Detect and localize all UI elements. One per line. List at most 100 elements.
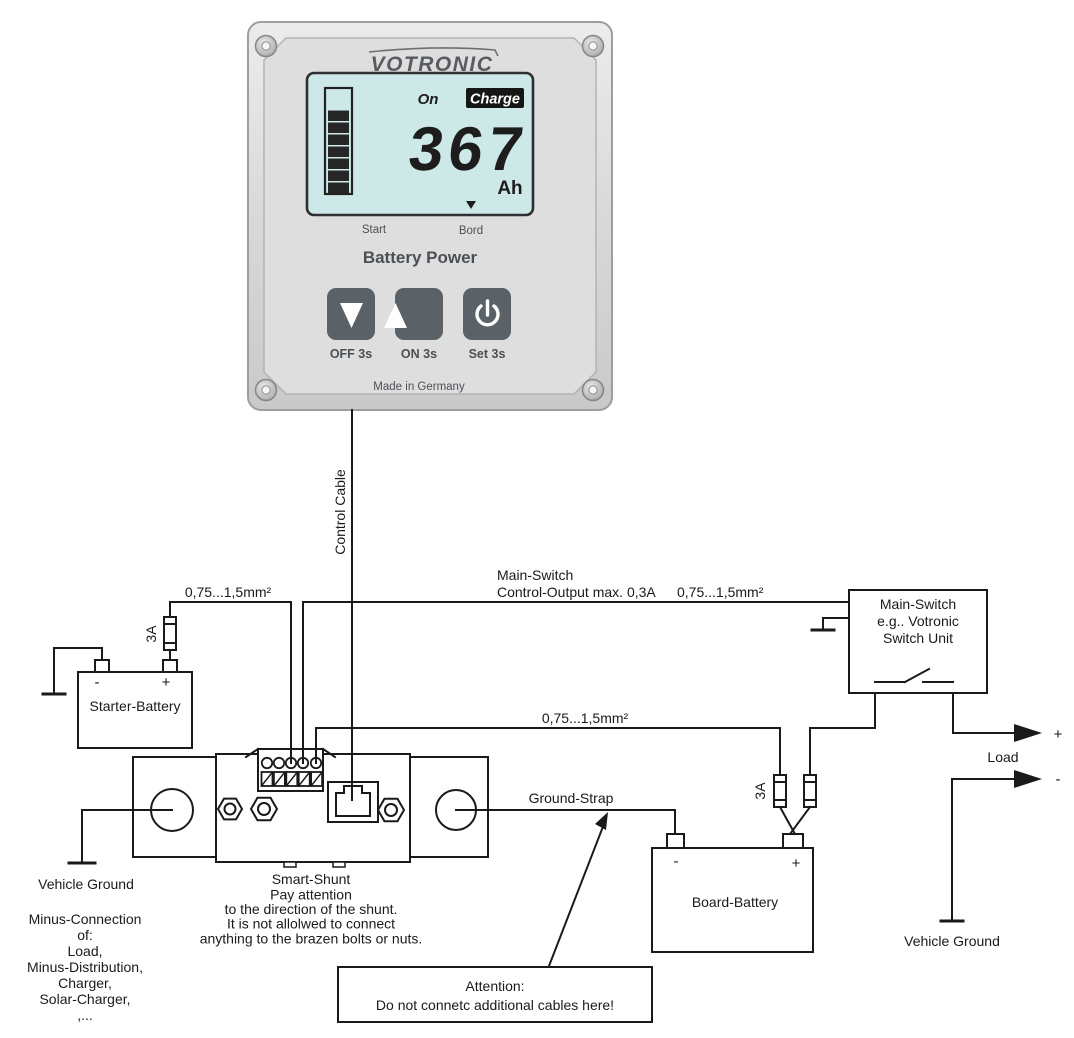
minus-connection-2: of: [77,927,93,943]
board-fuse-left [773,774,787,808]
power-icon [475,299,500,327]
battery-gauge [323,86,354,196]
wire-starter-minus [53,647,103,695]
wire-board-plus [315,727,781,776]
shunt-foot [283,861,297,868]
main-switch-label-2: e.g.. Votronic [877,613,959,629]
load-label: Load [987,749,1018,765]
vehicle-ground-left-label: Vehicle Ground [38,876,134,892]
shunt-nuts [216,796,406,823]
starter-fuse-label: 3A [143,625,159,643]
screw-top-left-icon [254,34,278,58]
logo-swoosh [368,47,499,57]
board-minus-sign: - [674,853,679,870]
ground-strap-label: Ground-Strap [529,790,614,806]
shunt-note-4: It is not allolwed to connect [227,916,395,932]
wire-switch-to-fuse [809,692,876,776]
starter-battery-label: Starter-Battery [89,698,180,714]
lcd-value-group: 367 [405,115,532,184]
wire-load-plus [952,692,1015,734]
main-switch-label-3: Switch Unit [883,630,953,646]
wire-control-output [302,601,850,764]
wire-label-switch: 0,75...1,5mm² [677,584,764,600]
wire-fuse-right-to-terminal [788,805,812,836]
shunt-note-3: to the direction of the shunt. [225,901,398,917]
board-fuse-label: 3A [752,782,768,800]
brand-logo: VOTRONIC [371,53,494,76]
board-battery-box [651,847,814,953]
screw-bottom-left-icon [254,378,278,402]
screw-bottom-right-icon [581,378,605,402]
button-off[interactable] [327,288,375,340]
device-title: Battery Power [363,248,478,267]
load-plus-arrow-icon [1014,724,1042,742]
starter-plus-sign: + [162,674,171,691]
button-on[interactable] [384,288,443,340]
button-on-label: ON 3s [401,347,437,361]
starter-fuse [163,616,177,651]
attention-title: Attention: [465,978,524,994]
vehicle-ground-right-label: Vehicle Ground [904,933,1000,949]
charge-badge-label: Charge [470,92,520,108]
wire-vehicle-ground-left [81,809,173,864]
shunt-note-5: anything to the brazen bolts or nuts. [200,931,423,947]
minus-connection-4: Minus-Distribution, [27,959,143,975]
starter-minus-terminal [94,659,110,673]
board-battery-label: Board-Battery [692,894,778,910]
board-plus-terminal [782,833,804,849]
lcd-screen [305,71,535,217]
button-set-label: Set 3s [469,347,506,361]
minus-connection-7: ,... [77,1007,93,1023]
attention-message: Do not connetc additional cables here! [376,997,614,1013]
screw-top-right-icon [581,34,605,58]
minus-connection-3: Load, [67,943,102,959]
button-set[interactable] [463,288,511,340]
wire-label-starter: 0,75...1,5mm² [185,584,272,600]
board-fuse-right [803,774,817,808]
minus-connection-1: Minus-Connection [29,911,142,927]
lcd-cursor-icon [466,201,476,209]
shunt-note-1: Smart-Shunt [272,871,351,887]
wiring-schematic [41,409,1042,1023]
wire-starter-plus-upper [169,601,292,764]
attention-arrow-line [547,822,606,968]
wire-ground-strap [455,809,676,835]
minus-connection-6: Solar-Charger, [39,991,130,1007]
scale-start-label: Start [362,224,387,236]
wires [53,409,1015,968]
switch-contact-icon [874,667,954,684]
load-plus-sign: + [1054,726,1063,743]
main-switch-output-label-2: Control-Output max. 0,3A [497,584,656,600]
starter-battery [77,659,193,749]
board-plus-sign: + [792,855,801,872]
main-switch-output-label-1: Main-Switch [497,567,573,583]
scale-bord-label: Bord [459,225,483,237]
starter-minus-sign: - [95,674,100,691]
attention-arrowhead-icon [595,812,608,830]
smart-shunt [132,747,489,868]
device-panel: VOTRONIC On Charge 367 Ah [247,21,613,411]
wire-load-minus [951,778,1015,922]
lcd-value: 367 [405,115,532,184]
shunt-foot [332,861,346,868]
lcd-status: On [418,91,439,108]
starter-battery-box [77,671,193,749]
made-in-germany-label: Made in Germany [373,381,465,393]
main-switch-unit [848,589,988,694]
load-minus-arrow-icon [1014,770,1042,788]
minus-connection-5: Charger, [58,975,112,991]
board-minus-terminal [666,833,685,849]
lcd-display: On Charge 367 Ah [305,71,535,217]
wire-switch-ground [822,617,850,631]
ground-symbols [41,628,965,923]
diagram-labels: 0,75...1,5mm² Main-Switch Control-Output… [27,469,1063,1023]
control-cable-label: Control Cable [332,469,348,555]
lcd-unit: Ah [497,178,522,199]
board-battery [651,833,814,953]
load-minus-sign: - [1056,771,1061,788]
shunt-note-2: Pay attention [270,887,352,903]
down-triangle-icon [340,303,363,328]
charge-badge [466,88,524,108]
